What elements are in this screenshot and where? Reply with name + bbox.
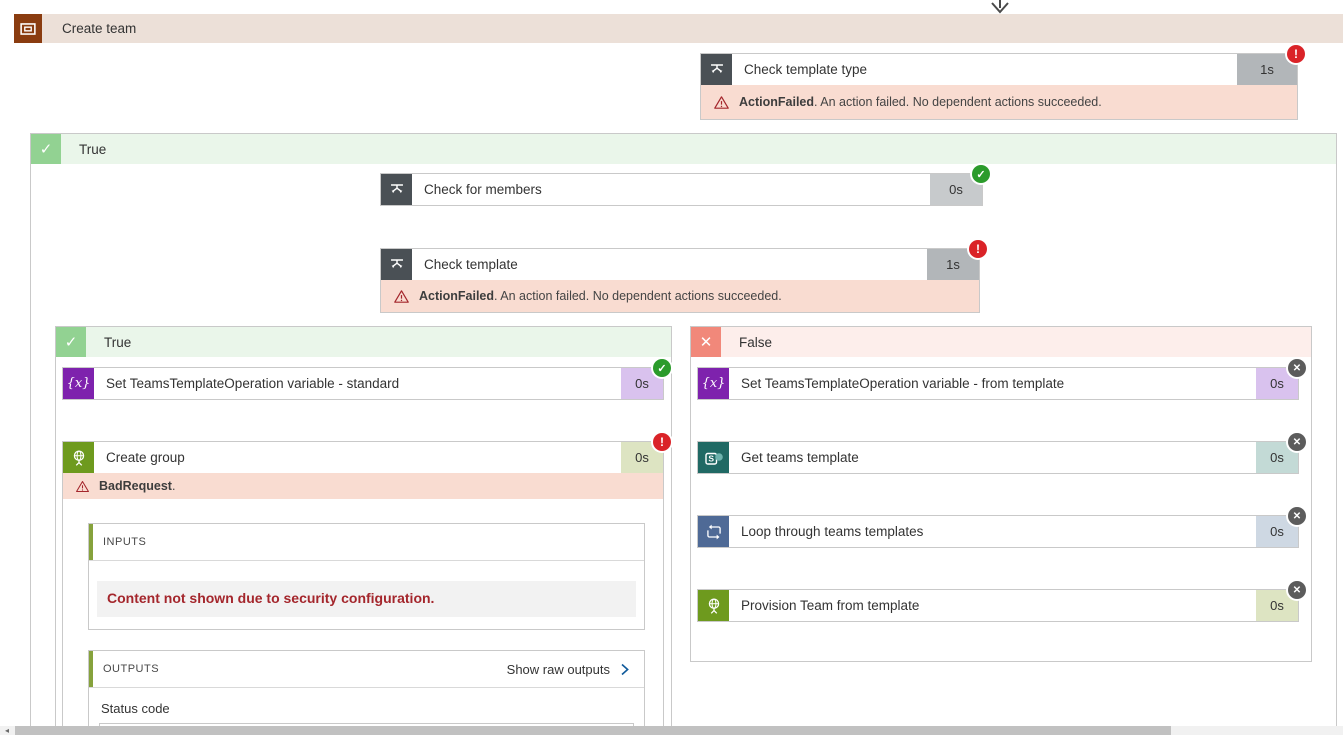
- action-check-template[interactable]: Check template 1s ActionFailed. An actio…: [380, 240, 987, 313]
- horizontal-scrollbar[interactable]: [0, 726, 1343, 735]
- action-title: Check template: [424, 257, 518, 272]
- variable-icon: {x}: [63, 368, 94, 399]
- scope-icon: [14, 14, 42, 43]
- condition-icon: [381, 174, 412, 205]
- duration-label: 1s: [1237, 54, 1297, 85]
- outputs-panel: OUTPUTS Show raw outputs Status code: [88, 650, 645, 735]
- action-title: Create group: [106, 450, 185, 465]
- outputs-label: OUTPUTS: [103, 663, 160, 675]
- error-code: BadRequest: [99, 479, 172, 493]
- action-check-template-type[interactable]: Check template type 1s ActionFailed. An …: [700, 45, 1305, 120]
- globe-icon: [698, 590, 729, 621]
- scope-create-team[interactable]: Create team: [14, 14, 1343, 43]
- show-raw-outputs-link[interactable]: Show raw outputs: [507, 662, 644, 677]
- action-set-var-standard[interactable]: {x} Set TeamsTemplateOperation variable …: [62, 359, 671, 400]
- panel-accent: [89, 524, 93, 560]
- security-notice: Content not shown due to security config…: [97, 581, 636, 617]
- panel-accent: [89, 651, 93, 687]
- skipped-badge: [1288, 433, 1306, 451]
- action-loop-through-teams-templates[interactable]: Loop through teams templates 0s: [697, 507, 1306, 548]
- scroll-left-icon[interactable]: [0, 726, 14, 735]
- inputs-label: INPUTS: [103, 536, 147, 548]
- error-message: ActionFailed. An action failed. No depen…: [701, 85, 1297, 119]
- success-badge: [653, 359, 671, 377]
- branch-label: True: [79, 141, 107, 157]
- action-check-for-members[interactable]: Check for members 0s: [380, 165, 990, 206]
- action-title: Get teams template: [741, 450, 859, 465]
- error-text: . An action failed. No dependent actions…: [814, 95, 1102, 109]
- connector-arrow: [989, 0, 1011, 14]
- error-badge: [969, 240, 987, 258]
- skipped-badge: [1288, 507, 1306, 525]
- skipped-badge: [1288, 359, 1306, 377]
- branch-label: False: [739, 334, 773, 350]
- action-set-var-from-template[interactable]: {x} Set TeamsTemplateOperation variable …: [697, 359, 1306, 400]
- inputs-panel: INPUTS Content not shown due to security…: [88, 523, 645, 630]
- action-title: Loop through teams templates: [741, 524, 924, 539]
- chevron-right-icon: [621, 663, 629, 675]
- error-code: ActionFailed: [739, 95, 815, 109]
- action-title: Check template type: [744, 62, 868, 77]
- check-icon: [56, 327, 86, 357]
- cross-icon: [691, 327, 721, 357]
- scrollbar-thumb[interactable]: [15, 726, 1171, 735]
- status-code-label: Status code: [101, 701, 170, 716]
- condition-icon: [701, 54, 732, 85]
- sharepoint-icon: S: [698, 442, 729, 473]
- error-badge: [1287, 45, 1305, 63]
- loop-icon: [698, 516, 729, 547]
- success-badge: [972, 165, 990, 183]
- globe-icon: [63, 442, 94, 473]
- error-text: . An action failed. No dependent actions…: [494, 289, 782, 303]
- action-title: Provision Team from template: [741, 598, 920, 613]
- error-code: ActionFailed: [419, 289, 495, 303]
- condition-icon: [381, 249, 412, 280]
- variable-icon: {x}: [698, 368, 729, 399]
- error-text: .: [171, 479, 176, 493]
- action-provision-team-from-template[interactable]: Provision Team from template 0s: [697, 581, 1306, 622]
- error-badge: [653, 433, 671, 451]
- error-message: BadRequest.: [63, 473, 663, 499]
- action-title: Set TeamsTemplateOperation variable - st…: [106, 376, 400, 391]
- action-get-teams-template[interactable]: S Get teams template 0s: [697, 433, 1306, 474]
- skipped-badge: [1288, 581, 1306, 599]
- check-icon: [31, 134, 61, 164]
- scope-title: Create team: [62, 21, 137, 36]
- svg-text:S: S: [708, 453, 714, 463]
- error-message: ActionFailed. An action failed. No depen…: [381, 280, 979, 312]
- branch-label: True: [104, 334, 132, 350]
- action-title: Set TeamsTemplateOperation variable - fr…: [741, 376, 1065, 391]
- action-title: Check for members: [424, 182, 542, 197]
